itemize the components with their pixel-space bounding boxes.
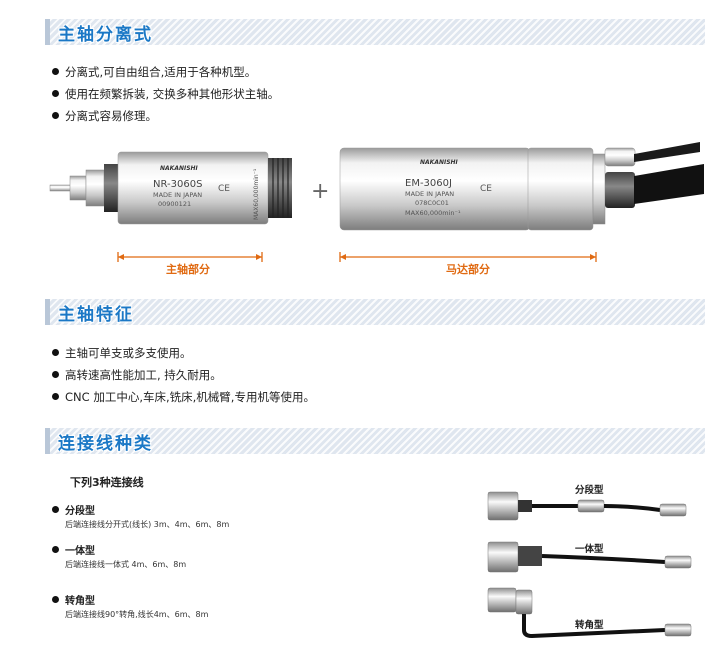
bullet-icon [52, 371, 59, 378]
section-title: 主轴特征 [58, 305, 134, 325]
motor-image [339, 142, 704, 231]
motor-brand: NAKANISHI [420, 159, 459, 166]
list-item: 使用在频繁拆装, 交换多种其他形状主轴。 [52, 83, 279, 105]
spindle-made-in: MADE IN JAPAN [153, 191, 202, 199]
cable-image-label-angled: 转角型 [575, 620, 604, 631]
cable-name: 转角型 [65, 596, 95, 607]
cable-images [487, 491, 692, 639]
features-bullet-list: 主轴可单支或多支使用。 高转速高性能加工, 持久耐用。 CNC 加工中心,车床,… [52, 342, 315, 408]
bullet-icon [52, 68, 59, 75]
bullet-icon [52, 393, 59, 400]
section-header-cables: 连接线种类 [45, 428, 705, 454]
bullet-icon [52, 546, 59, 553]
bullet-icon [52, 112, 59, 119]
list-item: 主轴可单支或多支使用。 [52, 342, 315, 364]
motor-max-speed: MAX60,000min⁻¹ [405, 209, 461, 217]
separate-bullet-list: 分离式,可自由组合,适用于各种机型。 使用在频繁拆装, 交换多种其他形状主轴。 … [52, 61, 279, 127]
motor-made-in: MADE IN JAPAN [405, 190, 454, 198]
spindle-model: NR-3060S [153, 179, 202, 190]
section-title: 连接线种类 [58, 434, 153, 454]
cable-desc: 后端连接线一体式 4m、6m、8m [65, 560, 187, 569]
cable-item-segmented: 分段型 后端连接线分开式(线长) 3m、4m、6m、8m [52, 505, 229, 531]
cable-name: 分段型 [65, 506, 95, 517]
spindle-max-speed: MAX60,000min⁻¹ [253, 168, 260, 220]
bullet-icon [52, 596, 59, 603]
spindle-motor-illustration: NAKANISHI NR-3060S MADE IN JAPAN 0090012… [49, 142, 704, 262]
plus-sign: + [311, 179, 329, 204]
list-item: 高转速高性能加工, 持久耐用。 [52, 364, 315, 386]
motor-model: EM-3060J [405, 178, 452, 189]
motor-part-label: 马达部分 [442, 261, 494, 277]
list-item: CNC 加工中心,车床,铣床,机械臂,专用机等使用。 [52, 386, 315, 408]
list-item: 分离式,可自由组合,适用于各种机型。 [52, 61, 279, 83]
cable-image-label-integrated: 一体型 [575, 544, 604, 555]
spindle-image [49, 151, 292, 225]
cable-image-angled [487, 587, 692, 639]
cable-item-angled: 转角型 后端连接线90°转角,线长4m、6m、8m [52, 595, 208, 621]
cable-desc: 后端连接线分开式(线长) 3m、4m、6m、8m [65, 520, 230, 529]
bullet-icon [52, 506, 59, 513]
cable-image-segmented [487, 491, 687, 521]
spindle-serial: 00900121 [158, 200, 191, 208]
spindle-ce-mark: CE [218, 184, 230, 194]
spindle-brand: NAKANISHI [160, 165, 199, 172]
section-header-features: 主轴特征 [45, 299, 705, 325]
motor-ce-mark: CE [480, 184, 492, 194]
motor-serial: 078C0C01 [415, 199, 449, 207]
dimension-lines [117, 252, 597, 262]
cable-image-integrated [487, 541, 692, 573]
cable-name: 一体型 [65, 546, 95, 557]
cable-subtitle: 下列3种连接线 [70, 476, 144, 489]
bullet-icon [52, 90, 59, 97]
section-title: 主轴分离式 [58, 25, 153, 45]
cable-image-label-segmented: 分段型 [575, 485, 604, 496]
cable-desc: 后端连接线90°转角,线长4m、6m、8m [65, 610, 209, 619]
list-item: 分离式容易修理。 [52, 105, 279, 127]
cable-item-integrated: 一体型 后端连接线一体式 4m、6m、8m [52, 545, 186, 571]
spindle-part-label: 主轴部分 [162, 261, 214, 277]
section-header-separate: 主轴分离式 [45, 19, 705, 45]
bullet-icon [52, 349, 59, 356]
